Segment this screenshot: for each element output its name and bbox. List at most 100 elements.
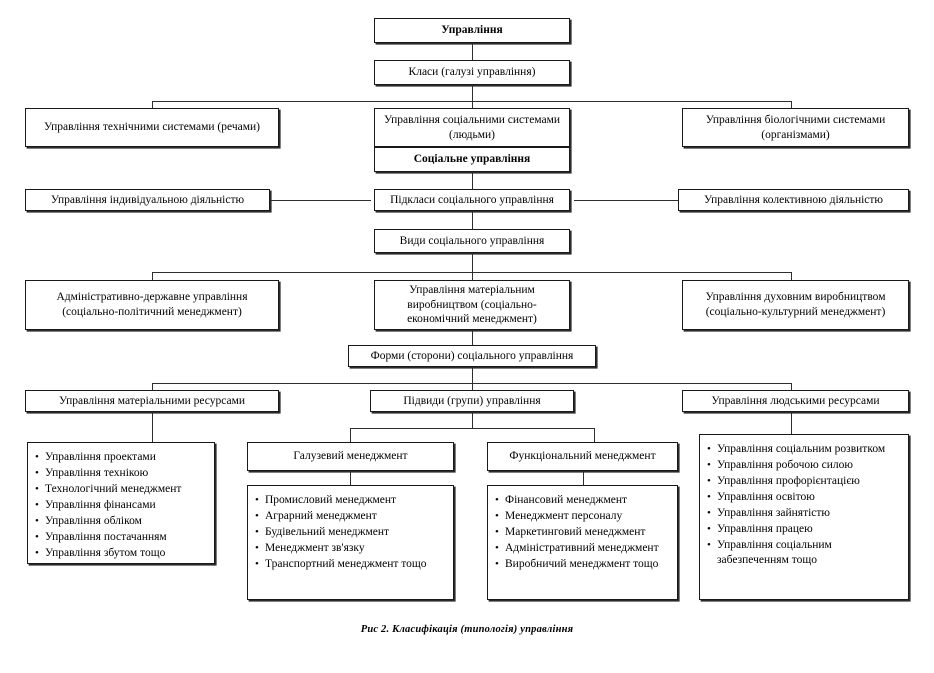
- node-subclass-collective[interactable]: Управління колективною діяльністю: [678, 189, 909, 211]
- list-item[interactable]: Менеджмент персоналу: [495, 509, 671, 524]
- list-item-label: Управління соціальним забезпеченням тощо: [717, 539, 832, 567]
- node-root-label: Управління: [441, 24, 503, 37]
- connector-human-res-to-list: [791, 412, 793, 434]
- node-form-human-resources[interactable]: Управління людськими ресурсами: [682, 390, 909, 412]
- list-item[interactable]: Менеджмент зв'язку: [255, 541, 447, 556]
- list-branch-management[interactable]: Промисловий менеджмент Аграрний менеджме…: [247, 485, 454, 600]
- node-classes-label-text: Класи (галузі управління): [408, 66, 536, 79]
- connector-bus4-to-branch: [350, 428, 352, 442]
- node-class-social-sub[interactable]: Соціальне управління: [374, 147, 570, 172]
- list-item-label: Аграрний менеджмент: [265, 510, 377, 523]
- node-root[interactable]: Управління: [374, 18, 570, 43]
- node-forms-label-text: Форми (сторони) соціального управління: [370, 349, 574, 362]
- list-item[interactable]: Управління збутом тощо: [35, 546, 208, 561]
- list-item[interactable]: Управління робочою силою: [707, 458, 902, 473]
- list-item-label: Управління збутом тощо: [45, 547, 166, 560]
- list-item[interactable]: Управління працею: [707, 522, 902, 537]
- node-forms-label[interactable]: Форми (сторони) соціального управління: [348, 345, 596, 367]
- figure-caption: Рис 2. Класифікація (типологія) управлін…: [360, 624, 574, 635]
- list-item[interactable]: Маркетинговий менеджмент: [495, 525, 671, 540]
- list-item[interactable]: Управління профорієнтацією: [707, 474, 902, 489]
- list-item-label: Управління працею: [717, 523, 813, 536]
- list-item-label: Управління профорієнтацією: [717, 475, 860, 488]
- list-item[interactable]: Технологічний менеджмент: [35, 482, 208, 497]
- node-form-human-resources-label: Управління людськими ресурсами: [711, 394, 880, 407]
- node-class-social[interactable]: Управління соціальними системами (людьми…: [374, 108, 570, 147]
- node-kind-material-production[interactable]: Управління матеріальним виробництвом (со…: [374, 280, 570, 330]
- connector-subtypes-to-bus4: [472, 412, 474, 429]
- node-kind-admin-state-label: Адміністративно-державне управління (соц…: [56, 291, 248, 318]
- node-classes-label[interactable]: Класи (галузі управління): [374, 60, 570, 85]
- list-item-label: Промисловий менеджмент: [265, 494, 397, 506]
- list-material-resources-items: Управління проектами Управління технікою…: [35, 449, 208, 561]
- node-form-subtypes-label-text: Підвиди (групи) управління: [403, 394, 541, 407]
- list-item-label: Технологічний менеджмент: [45, 483, 182, 496]
- list-item-label: Управління зайнятістю: [717, 507, 831, 520]
- list-item[interactable]: Управління соціальним забезпеченням тощо: [707, 538, 902, 568]
- list-material-resources[interactable]: Управління проектами Управління технікою…: [27, 442, 215, 564]
- list-item-label: Маркетинговий менеджмент: [505, 526, 646, 539]
- list-item[interactable]: Управління проектами: [35, 449, 208, 465]
- node-kinds-label-text: Види соціального управління: [399, 234, 545, 247]
- list-human-resources[interactable]: Управління соціальним розвитком Управлін…: [699, 434, 909, 600]
- list-item[interactable]: Управління технікою: [35, 466, 208, 481]
- list-item-label: Транспортний менеджмент тощо: [265, 558, 427, 571]
- connector-forms-to-bus3: [472, 367, 474, 384]
- list-functional-management-items: Фінансовий менеджмент Менеджмент персона…: [495, 492, 671, 572]
- connector-root-to-classes: [472, 43, 474, 61]
- node-subclass-collective-label: Управління колективною діяльністю: [703, 193, 884, 206]
- list-item[interactable]: Промисловий менеджмент: [255, 492, 447, 508]
- connector-bus-to-biological: [791, 101, 793, 109]
- connector-branch-to-list: [350, 471, 352, 485]
- list-item[interactable]: Транспортний менеджмент тощо: [255, 557, 447, 572]
- list-item-label: Управління фінансами: [45, 499, 156, 512]
- node-kind-spiritual-production[interactable]: Управління духовним виробництвом (соціал…: [682, 280, 909, 330]
- node-subclasses-label[interactable]: Підкласи соціального управління: [374, 189, 570, 211]
- connector-subclasses-to-collective: [574, 200, 678, 202]
- node-kinds-label[interactable]: Види соціального управління: [374, 229, 570, 253]
- list-item-label: Менеджмент зв'язку: [265, 542, 365, 555]
- connector-bus2-to-admin: [152, 272, 154, 281]
- list-functional-management[interactable]: Фінансовий менеджмент Менеджмент персона…: [487, 485, 678, 600]
- node-class-technical-label: Управління технічними системами (речами): [44, 121, 260, 134]
- list-item-label: Управління постачанням: [45, 531, 167, 544]
- node-class-social-label: Управління соціальними системами (людьми…: [383, 113, 561, 141]
- node-subtype-branch[interactable]: Галузевий менеджмент: [247, 442, 454, 471]
- connector-bus3-to-material-res: [152, 383, 154, 392]
- connector-kinds-to-bus2: [472, 252, 474, 273]
- list-item[interactable]: Виробничий менеджмент тощо: [495, 557, 671, 572]
- list-item[interactable]: Будівельний менеджмент: [255, 525, 447, 540]
- connector-bus3-to-subtypes: [472, 383, 474, 392]
- list-item[interactable]: Управління фінансами: [35, 498, 208, 513]
- node-class-biological[interactable]: Управління біологічними системами (орган…: [682, 108, 909, 147]
- node-kind-material-production-label: Управління матеріальним виробництвом (со…: [407, 283, 537, 326]
- connector-subclasses-to-kinds: [472, 211, 474, 230]
- node-form-material-resources[interactable]: Управління матеріальними ресурсами: [25, 390, 279, 412]
- node-class-technical[interactable]: Управління технічними системами (речами): [25, 108, 279, 147]
- list-item[interactable]: Управління обліком: [35, 514, 208, 529]
- list-item[interactable]: Аграрний менеджмент: [255, 509, 447, 524]
- node-subclasses-label-text: Підкласи соціального управління: [390, 193, 554, 206]
- list-item-label: Адміністративний менеджмент: [505, 542, 659, 555]
- list-item-label: Виробничий менеджмент тощо: [505, 558, 659, 571]
- list-item[interactable]: Управління освітою: [707, 490, 902, 505]
- list-item-label: Управління проектами: [45, 451, 156, 463]
- connector-bus2-to-material: [472, 272, 474, 281]
- list-item[interactable]: Управління постачанням: [35, 530, 208, 545]
- list-item-label: Будівельний менеджмент: [265, 526, 390, 539]
- node-form-material-resources-label: Управління матеріальними ресурсами: [58, 394, 246, 407]
- list-item-label: Управління обліком: [45, 515, 142, 528]
- node-class-biological-label: Управління біологічними системами (орган…: [705, 113, 886, 141]
- node-subclass-individual[interactable]: Управління індивідуальною діяльністю: [25, 189, 270, 211]
- list-item[interactable]: Управління соціальним розвитком: [707, 441, 902, 457]
- connector-material-to-forms: [472, 330, 474, 345]
- list-item-label: Управління соціальним розвитком: [717, 443, 886, 455]
- list-item[interactable]: Фінансовий менеджмент: [495, 492, 671, 508]
- list-item[interactable]: Управління зайнятістю: [707, 506, 902, 521]
- list-item[interactable]: Адміністративний менеджмент: [495, 541, 671, 556]
- node-kind-admin-state[interactable]: Адміністративно-державне управління (соц…: [25, 280, 279, 330]
- node-subtype-functional[interactable]: Функціональний менеджмент: [487, 442, 678, 471]
- connector-bus-subtypes: [350, 428, 595, 430]
- node-form-subtypes-label[interactable]: Підвиди (групи) управління: [370, 390, 574, 412]
